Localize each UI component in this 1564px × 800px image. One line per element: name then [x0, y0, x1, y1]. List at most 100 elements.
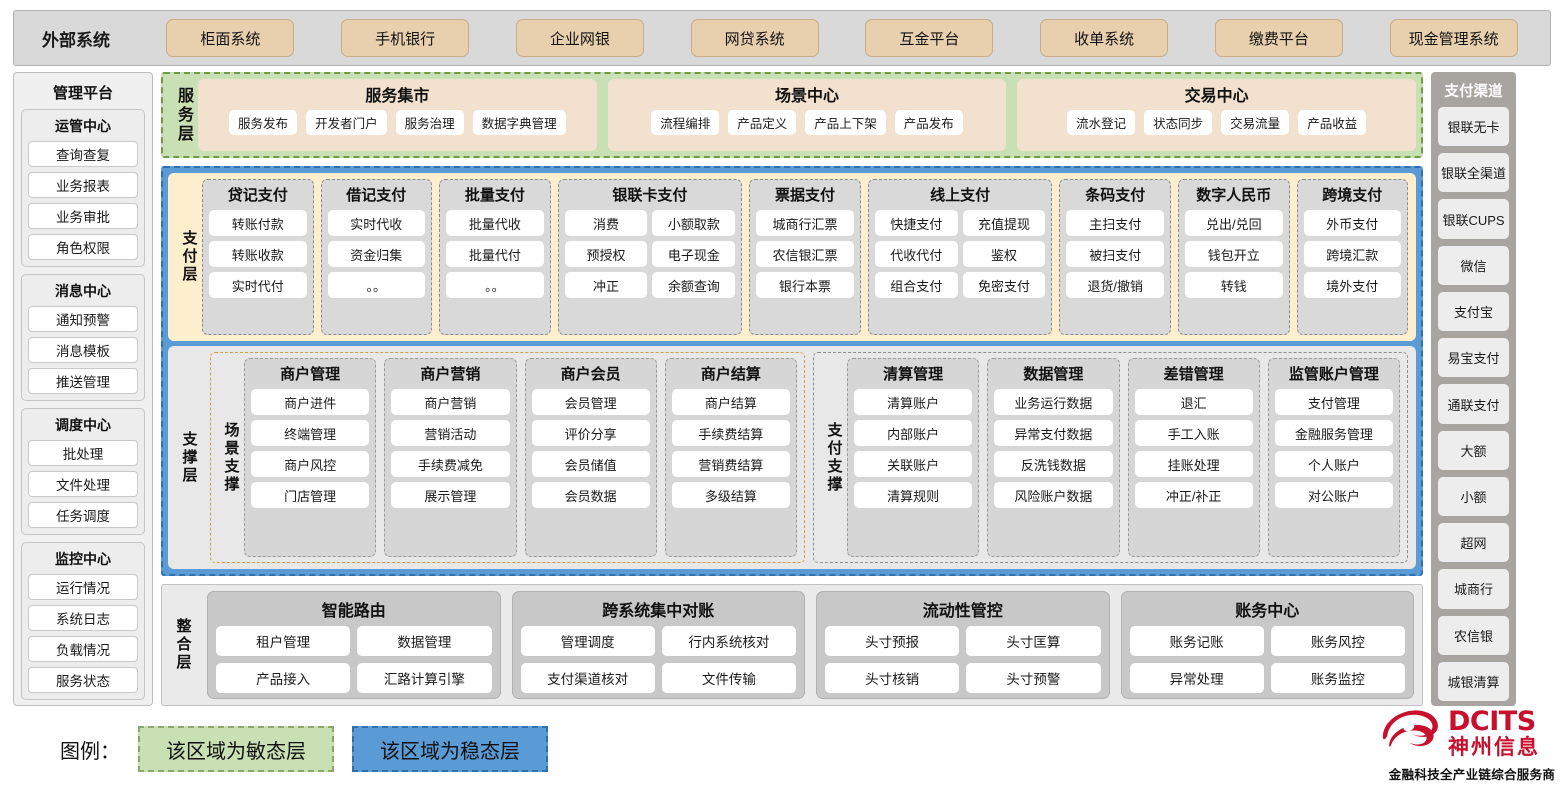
management-item[interactable]: 负载情况: [28, 636, 138, 662]
payment-cell[interactable]: 城商行汇票: [756, 210, 854, 236]
payment-cell[interactable]: 跨境汇款: [1303, 241, 1402, 267]
integration-cell[interactable]: 产品接入: [216, 663, 351, 693]
support-cell[interactable]: 支付管理: [1274, 389, 1393, 415]
service-chip[interactable]: 产品定义: [728, 110, 797, 135]
management-item[interactable]: 推送管理: [28, 368, 138, 394]
service-chip[interactable]: 产品上下架: [805, 110, 886, 135]
payment-cell[interactable]: 小额取款: [652, 210, 736, 236]
payment-cell[interactable]: 转账付款: [209, 210, 307, 236]
support-cell[interactable]: 会员数据: [531, 482, 650, 508]
external-system-chip[interactable]: 互金平台: [865, 19, 994, 57]
support-cell[interactable]: 营销费结算: [671, 451, 790, 477]
external-system-chip[interactable]: 收单系统: [1040, 19, 1169, 57]
support-cell[interactable]: 挂账处理: [1134, 451, 1253, 477]
payment-channel-item[interactable]: 城银清算: [1438, 661, 1509, 702]
management-item[interactable]: 消息模板: [28, 337, 138, 363]
integration-cell[interactable]: 头寸预警: [966, 663, 1101, 693]
integration-cell[interactable]: 账务监控: [1270, 663, 1405, 693]
service-chip[interactable]: 流程编排: [651, 110, 720, 135]
payment-cell[interactable]: 退货/撤销: [1066, 272, 1164, 298]
support-cell[interactable]: 会员管理: [531, 389, 650, 415]
support-cell[interactable]: 个人账户: [1274, 451, 1393, 477]
integration-cell[interactable]: 行内系统核对: [661, 626, 796, 656]
payment-cell[interactable]: 组合支付: [874, 272, 958, 298]
payment-cell[interactable]: 鉴权: [962, 241, 1046, 267]
payment-cell[interactable]: 农信银汇票: [756, 241, 854, 267]
service-chip[interactable]: 产品收益: [1298, 110, 1367, 135]
payment-cell[interactable]: 实时代收: [327, 210, 426, 236]
payment-cell[interactable]: 消费: [564, 210, 648, 236]
support-cell[interactable]: 冲正/补正: [1134, 482, 1253, 508]
support-cell[interactable]: 终端管理: [251, 420, 370, 446]
support-cell[interactable]: 风险账户数据: [994, 482, 1113, 508]
payment-cell[interactable]: 被扫支付: [1066, 241, 1164, 267]
payment-channel-item[interactable]: 超网: [1438, 523, 1509, 563]
support-cell[interactable]: 评价分享: [531, 420, 650, 446]
payment-channel-item[interactable]: 银联全渠道: [1438, 153, 1509, 193]
management-item[interactable]: 通知预警: [28, 306, 138, 332]
support-cell[interactable]: 营销活动: [391, 420, 510, 446]
management-item[interactable]: 运行情况: [28, 574, 138, 600]
support-cell[interactable]: 异常支付数据: [994, 420, 1113, 446]
support-cell[interactable]: 多级结算: [671, 482, 790, 508]
service-chip[interactable]: 开发者门户: [306, 110, 387, 135]
integration-cell[interactable]: 头寸核销: [825, 663, 960, 693]
support-cell[interactable]: 清算规则: [854, 482, 973, 508]
payment-cell[interactable]: 冲正: [564, 272, 648, 298]
external-system-chip[interactable]: 柜面系统: [166, 19, 295, 57]
management-item[interactable]: 批处理: [28, 440, 138, 466]
payment-cell[interactable]: 代收代付: [874, 241, 958, 267]
payment-cell[interactable]: 境外支付: [1303, 272, 1402, 298]
support-cell[interactable]: 反洗钱数据: [994, 451, 1113, 477]
support-cell[interactable]: 手续费结算: [671, 420, 790, 446]
payment-channel-item[interactable]: 易宝支付: [1438, 338, 1509, 378]
service-chip[interactable]: 状态同步: [1144, 110, 1213, 135]
management-item[interactable]: 文件处理: [28, 471, 138, 497]
payment-cell[interactable]: 免密支付: [962, 272, 1046, 298]
external-system-chip[interactable]: 网贷系统: [690, 19, 819, 57]
management-item[interactable]: 任务调度: [28, 502, 138, 528]
service-chip[interactable]: 服务治理: [395, 110, 464, 135]
payment-channel-item[interactable]: 农信银: [1438, 615, 1509, 655]
payment-cell[interactable]: 批量代收: [446, 210, 544, 236]
support-cell[interactable]: 清算账户: [854, 389, 973, 415]
payment-cell[interactable]: 。。: [446, 272, 544, 298]
payment-channel-item[interactable]: 银联无卡: [1438, 107, 1509, 147]
payment-cell[interactable]: 预授权: [564, 241, 648, 267]
support-cell[interactable]: 手工入账: [1134, 420, 1253, 446]
support-cell[interactable]: 关联账户: [854, 451, 973, 477]
support-cell[interactable]: 商户风控: [251, 451, 370, 477]
payment-cell[interactable]: 银行本票: [756, 272, 854, 298]
payment-channel-item[interactable]: 银联CUPS: [1438, 199, 1509, 239]
integration-cell[interactable]: 文件传输: [661, 663, 796, 693]
payment-channel-item[interactable]: 城商行: [1438, 569, 1509, 609]
payment-cell[interactable]: 转钱: [1185, 272, 1283, 298]
payment-cell[interactable]: 快捷支付: [874, 210, 958, 236]
integration-cell[interactable]: 账务风控: [1270, 626, 1405, 656]
support-cell[interactable]: 内部账户: [854, 420, 973, 446]
payment-cell[interactable]: 外币支付: [1303, 210, 1402, 236]
integration-cell[interactable]: 管理调度: [520, 626, 655, 656]
support-cell[interactable]: 对公账户: [1274, 482, 1393, 508]
payment-cell[interactable]: 资金归集: [327, 241, 426, 267]
payment-cell[interactable]: 余额查询: [652, 272, 736, 298]
management-item[interactable]: 业务审批: [28, 203, 138, 229]
support-cell[interactable]: 退汇: [1134, 389, 1253, 415]
payment-channel-item[interactable]: 通联支付: [1438, 384, 1509, 424]
external-system-chip[interactable]: 缴费平台: [1214, 19, 1343, 57]
payment-cell[interactable]: 兑出/兑回: [1185, 210, 1283, 236]
integration-cell[interactable]: 头寸预报: [825, 626, 960, 656]
service-chip[interactable]: 流水登记: [1067, 110, 1136, 135]
service-chip[interactable]: 数据字典管理: [472, 110, 566, 135]
management-item[interactable]: 角色权限: [28, 234, 138, 260]
management-item[interactable]: 查询查复: [28, 141, 138, 167]
payment-cell[interactable]: 钱包开立: [1185, 241, 1283, 267]
support-cell[interactable]: 金融服务管理: [1274, 420, 1393, 446]
integration-cell[interactable]: 账务记账: [1129, 626, 1264, 656]
support-cell[interactable]: 业务运行数据: [994, 389, 1113, 415]
support-cell[interactable]: 商户营销: [391, 389, 510, 415]
external-system-chip[interactable]: 手机银行: [341, 19, 470, 57]
payment-cell[interactable]: 实时代付: [209, 272, 307, 298]
support-cell[interactable]: 商户进件: [251, 389, 370, 415]
payment-cell[interactable]: 充值提现: [962, 210, 1046, 236]
